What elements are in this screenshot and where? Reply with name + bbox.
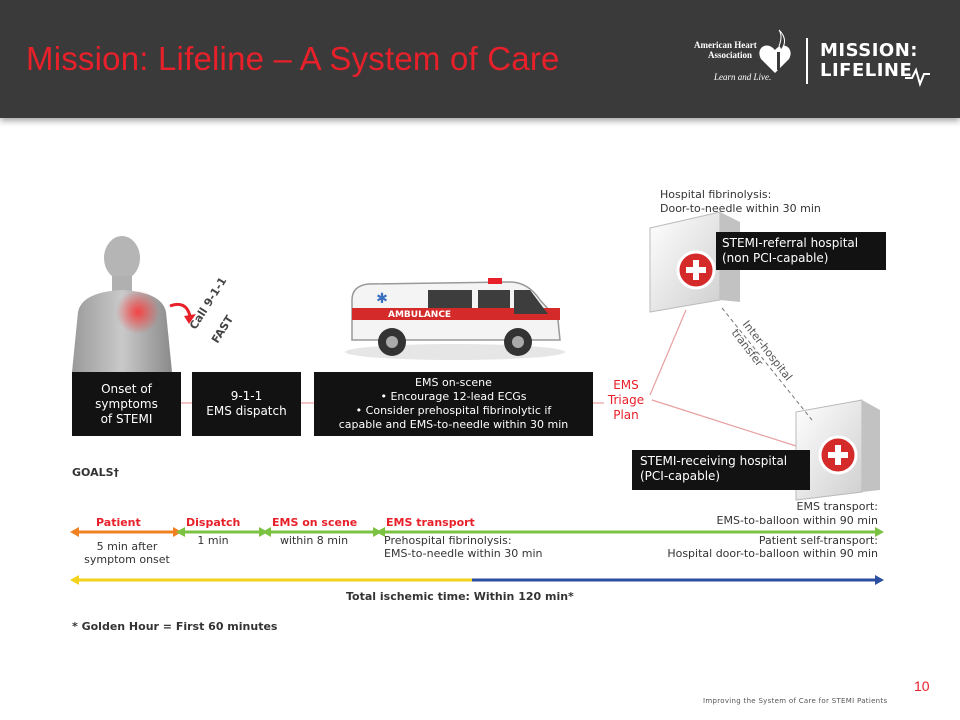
self-transport-goal: Patient self-transport: Hospital door-to…	[667, 534, 878, 560]
stage-arrow-ems-transport	[376, 527, 884, 537]
dispatch-box: 9-1-1 EMS dispatch	[192, 372, 301, 436]
mission-lifeline-logo-line2: LIFELINE	[820, 60, 913, 81]
slide-header: Mission: Lifeline – A System of Care Ame…	[0, 0, 960, 118]
stage-label-ems-transport: EMS transport	[386, 516, 475, 529]
onset-box-text: Onset of symptoms of STEMI	[95, 381, 158, 426]
mission-lifeline-logo-line1: MISSION:	[820, 40, 918, 61]
hospital-fibrinolysis-caption: Hospital fibrinolysis: Door-to-needle wi…	[660, 188, 821, 215]
ambulance-illustration: ✱	[345, 278, 565, 360]
logo-divider	[806, 38, 808, 84]
ems-box-bullet-3: capable and EMS-to-needle within 30 min	[338, 418, 569, 431]
flow-connectors	[181, 309, 797, 447]
total-ischemic-time-arrow	[70, 575, 884, 585]
call-911-arrow	[169, 302, 196, 324]
total-ischemic-time-label: Total ischemic time: Within 120 min*	[346, 590, 574, 603]
aha-logo-line1: American Heart	[694, 40, 757, 50]
stage-label-dispatch: Dispatch	[186, 516, 241, 529]
golden-hour-note: * Golden Hour = First 60 minutes	[72, 620, 278, 633]
footer-text: Improving the System of Care for STEMI P…	[703, 697, 888, 705]
stage-sub-ems-scene: within 8 min	[279, 534, 349, 547]
ambulance-side-text: AMBULANCE	[388, 310, 452, 320]
ems-box-bullet-1: • Encourage 12-lead ECGs	[380, 390, 527, 403]
ems-on-scene-box: EMS on-scene • Encourage 12-lead ECGs • …	[314, 372, 593, 436]
stage-label-ems-scene: EMS on scene	[272, 516, 358, 529]
ems-transport-goal: EMS transport: EMS-to-balloon within 90 …	[716, 500, 878, 527]
page-number: 10	[914, 678, 930, 694]
stage-sub-dispatch: 1 min	[197, 534, 229, 547]
onset-box: Onset of symptoms of STEMI	[72, 372, 181, 436]
ems-triage-plan-label: EMS Triage Plan	[607, 378, 645, 422]
receiving-hospital-illustration	[795, 399, 880, 501]
ems-box-title: EMS on-scene	[415, 376, 492, 389]
stage-sub-patient: 5 min after symptom onset	[84, 540, 170, 566]
stemi-receiving-hospital-box: STEMI-receiving hospital (PCI-capable)	[632, 450, 810, 490]
lifeline-pulse-icon	[905, 67, 930, 88]
ems-box-bullet-2: • Consider prehospital fibrinolytic if	[355, 404, 552, 417]
aha-tagline: Learn and Live.	[714, 72, 772, 82]
stage-sub-ems-transport: Prehospital fibrinolysis: EMS-to-needle …	[384, 534, 543, 560]
slide-title: Mission: Lifeline – A System of Care	[26, 40, 560, 77]
dispatch-box-text: 9-1-1 EMS dispatch	[206, 389, 287, 418]
svg-text:✱: ✱	[376, 291, 388, 307]
aha-heart-torch-icon	[759, 29, 791, 73]
stemi-referral-hospital-box: STEMI-referral hospital (non PCI-capable…	[716, 232, 886, 270]
patient-figure	[72, 236, 172, 372]
stage-label-patient: Patient	[96, 516, 141, 529]
aha-logo-line2: Association	[708, 50, 753, 60]
interhospital-transfer-line	[721, 307, 813, 421]
goals-label: GOALS†	[72, 466, 120, 479]
